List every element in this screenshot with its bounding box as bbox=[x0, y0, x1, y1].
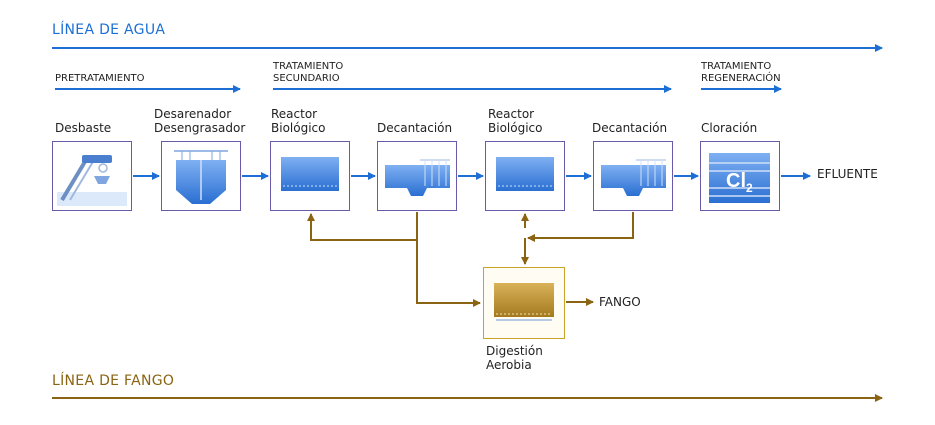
process-degritting-line1: Desarenador bbox=[154, 107, 232, 121]
stage-secondary-line2: SECUNDARIO bbox=[273, 73, 340, 84]
process-reactor1-line2: Biológico bbox=[271, 121, 326, 135]
process-screening-label: Desbaste bbox=[55, 121, 112, 135]
reactor1-icon bbox=[281, 157, 339, 191]
chlorine-subscript: 2 bbox=[746, 181, 753, 195]
digestion-icon bbox=[494, 283, 554, 321]
settling2-icon bbox=[601, 159, 666, 196]
svg-text:Cl2: Cl2 bbox=[726, 170, 753, 195]
sludge-line-title: LÍNEA DE FANGO bbox=[52, 373, 175, 389]
process-degritting-label: Desarenador Desengrasador bbox=[154, 107, 245, 135]
stage-pretreatment: PRETRATAMIENTO bbox=[55, 73, 145, 84]
water-line-title: LÍNEA DE AGUA bbox=[52, 22, 166, 38]
process-settling2-label: Decantación bbox=[592, 121, 668, 135]
stage-secondary-line1: TRATAMIENTO bbox=[273, 61, 344, 72]
process-degritting-line2: Desengrasador bbox=[154, 121, 246, 135]
stage-secondary: TRATAMIENTO SECUNDARIO bbox=[273, 61, 343, 85]
chlorine-icon: Cl2 bbox=[709, 153, 770, 203]
stage-regeneration-line2: REGENERACIÓN bbox=[701, 73, 781, 84]
stage-regeneration-line1: TRATAMIENTO bbox=[701, 61, 772, 72]
process-reactor2-label: Reactor Biológico bbox=[488, 107, 542, 135]
degritter-icon bbox=[174, 150, 228, 204]
process-reactor1-label: Reactor Biológico bbox=[271, 107, 325, 135]
settling1-icon bbox=[385, 159, 450, 196]
process-digestion-line2: Aerobia bbox=[486, 358, 532, 372]
sludge-output-label: FANGO bbox=[599, 295, 641, 309]
process-settling1-label: Decantación bbox=[377, 121, 453, 135]
process-digestion-label: Digestión Aerobia bbox=[486, 344, 543, 372]
chlorine-symbol: Cl bbox=[726, 170, 746, 192]
sludge-to-digestion-arrow-1 bbox=[416, 240, 481, 307]
process-reactor2-line1: Reactor bbox=[488, 107, 535, 121]
process-reactor1-line1: Reactor bbox=[271, 107, 318, 121]
process-reactor2-line2: Biológico bbox=[488, 121, 543, 135]
stage-regeneration: TRATAMIENTO REGENERACIÓN bbox=[701, 61, 781, 85]
screening-icon bbox=[57, 155, 127, 206]
effluent-label: EFLUENTE bbox=[817, 167, 878, 181]
process-digestion-line1: Digestión bbox=[486, 344, 543, 358]
reactor2-icon bbox=[496, 157, 554, 191]
process-chlorination-label: Cloración bbox=[701, 121, 758, 135]
recirculation-arrow-1 bbox=[307, 212, 418, 241]
sludge-return-arrow-2 bbox=[527, 212, 634, 242]
